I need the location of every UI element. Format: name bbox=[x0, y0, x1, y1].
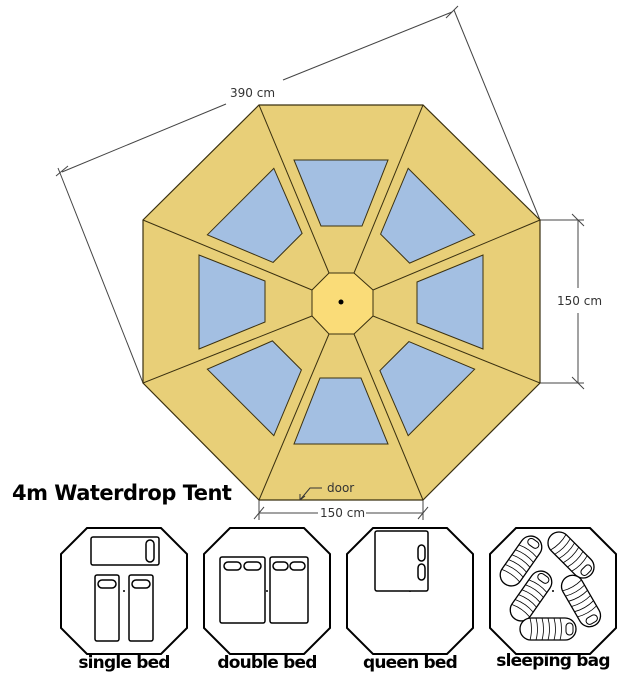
bag-quilt-line bbox=[550, 534, 567, 551]
dimension-150-bottom bbox=[253, 500, 429, 520]
bag-quilt-line bbox=[515, 549, 534, 563]
bed bbox=[94, 574, 120, 642]
bag-quilt-line bbox=[577, 605, 597, 618]
pillow bbox=[289, 561, 306, 571]
layout-single-bed bbox=[60, 527, 188, 655]
tent-seam bbox=[258, 104, 330, 274]
bag-quilt-line bbox=[525, 584, 544, 598]
tent-window bbox=[293, 159, 389, 227]
tent-seam bbox=[372, 219, 541, 291]
bag-quilt-line bbox=[535, 617, 538, 641]
tent-window bbox=[198, 254, 266, 350]
bag-quilt-line bbox=[511, 554, 531, 568]
bag-quilt-line bbox=[529, 617, 532, 641]
pillow bbox=[243, 561, 262, 571]
dimension-150-bottom-label: 150 cm bbox=[320, 506, 365, 520]
tent-seam bbox=[353, 333, 424, 501]
bag-quilt-line bbox=[563, 547, 580, 564]
tent-window bbox=[379, 341, 476, 437]
bag-quilt-line bbox=[554, 538, 571, 555]
pillow bbox=[131, 579, 151, 589]
bag-quilt-line bbox=[521, 589, 541, 603]
pillow bbox=[97, 579, 117, 589]
bag-quilt-line bbox=[511, 604, 530, 618]
sleeping-bag bbox=[519, 617, 577, 641]
bag-quilt-line bbox=[558, 542, 575, 559]
bag-hood bbox=[537, 572, 550, 584]
sleeping-bag bbox=[509, 570, 553, 622]
sleeping-bag bbox=[547, 531, 595, 579]
diagram-title: 4m Waterdrop Tent bbox=[12, 481, 232, 505]
layout-double-bed bbox=[203, 527, 331, 655]
bag-quilt-line bbox=[571, 555, 588, 572]
bag-quilt-line bbox=[559, 617, 562, 641]
pillow bbox=[417, 563, 426, 581]
layout-label-double-bed: double bed bbox=[217, 653, 316, 673]
layout-options bbox=[60, 527, 617, 655]
bag-hood bbox=[527, 537, 540, 549]
tent-seam bbox=[142, 219, 313, 291]
bag-quilt-line bbox=[528, 579, 548, 593]
bag-quilt-line bbox=[553, 617, 556, 641]
bag-quilt-line bbox=[568, 590, 588, 602]
tent-seam bbox=[372, 315, 541, 384]
bag-hood bbox=[565, 622, 574, 636]
bag-body bbox=[560, 574, 602, 628]
dimension-390-label: 390 cm bbox=[230, 86, 275, 100]
bed bbox=[269, 556, 309, 624]
bag-quilt-line bbox=[514, 599, 534, 613]
layout-label-queen-bed: queen bed bbox=[363, 653, 457, 673]
tent-window bbox=[380, 167, 476, 264]
layout-queen-bed bbox=[346, 527, 474, 655]
bag-quilt-line bbox=[565, 584, 585, 597]
center-pole bbox=[266, 590, 268, 592]
tent-window bbox=[416, 254, 484, 350]
bag-quilt-line bbox=[504, 564, 524, 578]
sleeping-bag bbox=[560, 574, 602, 628]
tent-window bbox=[293, 377, 389, 445]
pillow bbox=[417, 544, 426, 562]
pillow bbox=[272, 561, 289, 571]
tent-window bbox=[206, 167, 303, 263]
bag-hood bbox=[585, 614, 598, 625]
center-pole bbox=[338, 299, 344, 305]
layout-label-sleeping-bag: sleeping bag bbox=[496, 651, 609, 671]
tent-seam bbox=[258, 333, 330, 501]
layout-label-single-bed: single bed bbox=[78, 653, 169, 673]
tent-seam bbox=[353, 104, 424, 274]
center-pole bbox=[552, 590, 554, 592]
tent-seam bbox=[142, 315, 313, 384]
bag-quilt-line bbox=[547, 617, 550, 641]
dimension-150-right bbox=[540, 213, 585, 390]
bag-quilt-line bbox=[571, 595, 591, 607]
bed bbox=[128, 574, 154, 642]
dimension-150-right-label: 150 cm bbox=[557, 294, 602, 308]
bag-hood bbox=[580, 564, 592, 576]
pillow bbox=[223, 561, 242, 571]
bag-quilt-line bbox=[508, 559, 527, 573]
layout-sleeping-bag bbox=[489, 527, 617, 655]
bag-quilt-line bbox=[518, 594, 537, 608]
dimension-390 bbox=[55, 5, 541, 384]
bag-quilt-line bbox=[501, 569, 520, 583]
bag-quilt-line bbox=[518, 544, 538, 558]
center-pole bbox=[123, 590, 125, 592]
bed bbox=[374, 530, 429, 592]
pillow bbox=[145, 539, 155, 563]
bag-quilt-line bbox=[541, 617, 544, 641]
door-arrow bbox=[299, 487, 322, 501]
tent-window bbox=[206, 340, 302, 437]
bag-quilt-line bbox=[574, 600, 594, 613]
bed bbox=[90, 536, 160, 566]
tent-floorplan bbox=[142, 104, 541, 501]
door-label: door bbox=[327, 481, 354, 495]
bag-quilt-line bbox=[562, 579, 582, 592]
sleeping-bag bbox=[499, 535, 543, 587]
bag-quilt-line bbox=[567, 551, 584, 568]
bed bbox=[219, 556, 266, 624]
